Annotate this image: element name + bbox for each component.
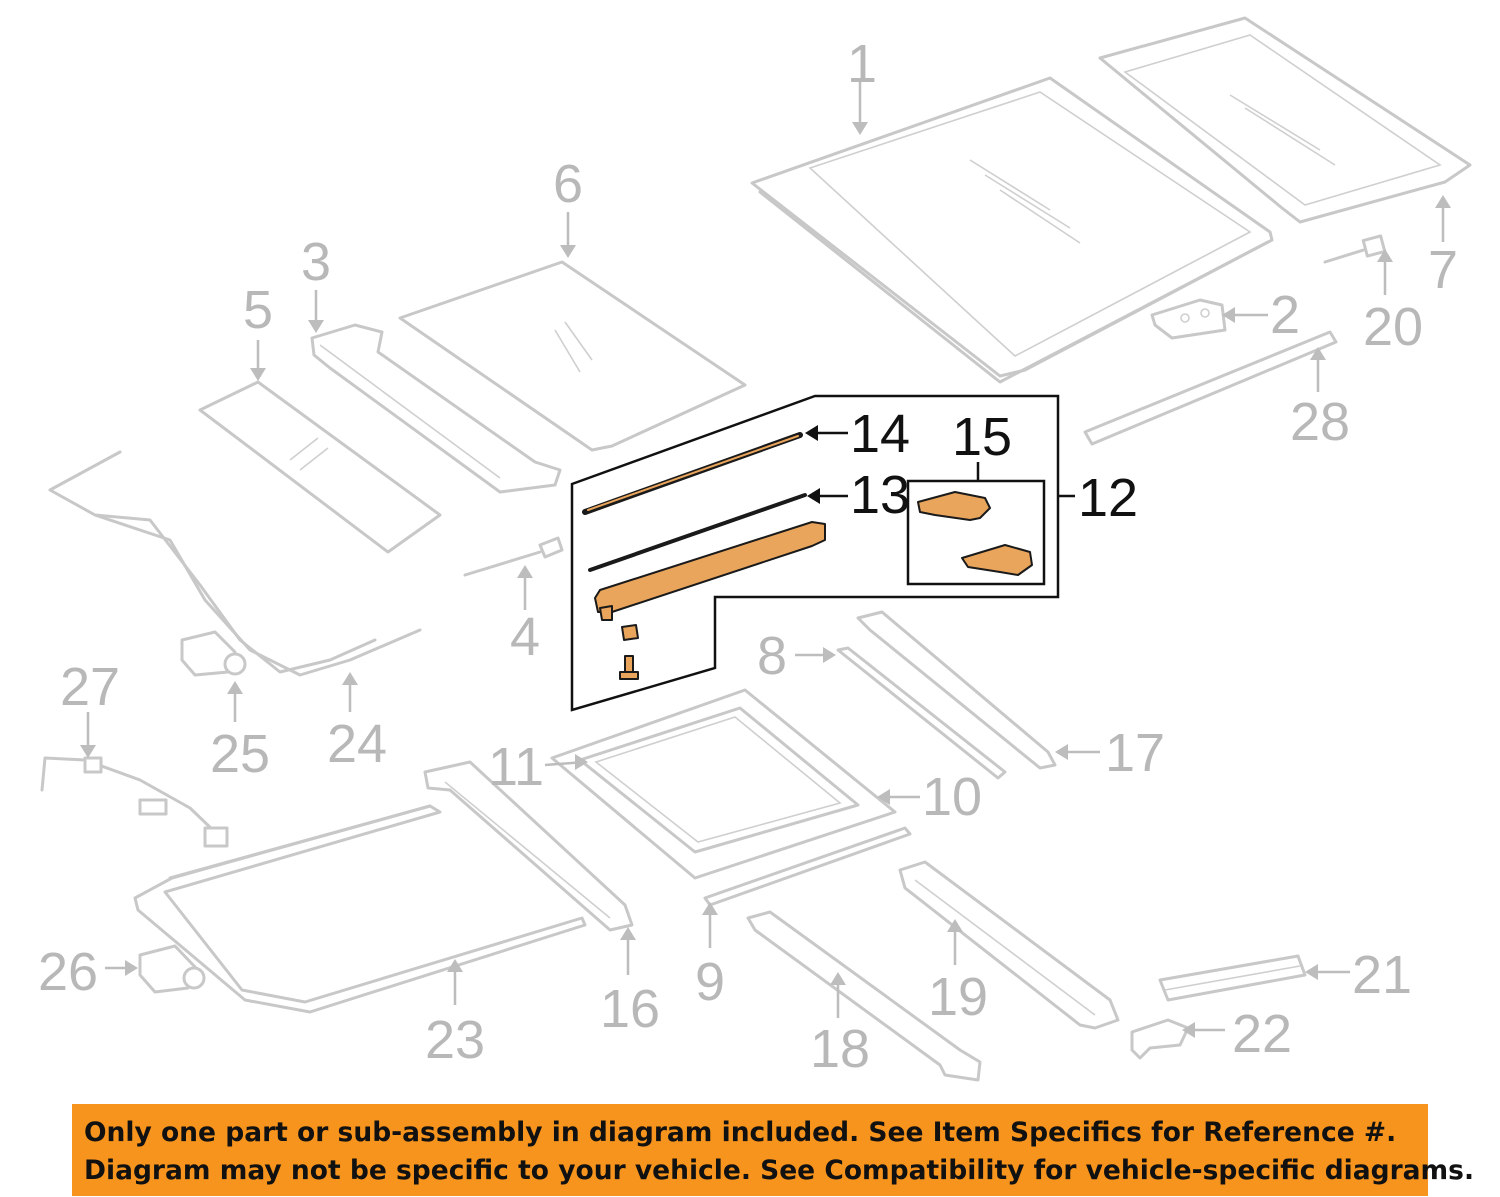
part-19-guide-rail bbox=[898, 860, 1120, 1030]
callout-label-27: 27 bbox=[60, 657, 120, 717]
part-6-front-glass bbox=[398, 260, 747, 452]
callout-label-3: 3 bbox=[301, 232, 331, 292]
callout-label-2: 2 bbox=[1270, 285, 1300, 345]
callout-label-24: 24 bbox=[327, 714, 387, 774]
part-28-strip bbox=[1083, 330, 1338, 446]
callout-labels: 1 2 3 4 5 6 7 8 9 10 11 12 13 14 15 16 1… bbox=[38, 34, 1458, 1079]
callout-label-19: 19 bbox=[928, 967, 988, 1027]
callout-label-21: 21 bbox=[1352, 945, 1412, 1005]
notice-line-2: Diagram may not be specific to your vehi… bbox=[84, 1155, 1475, 1186]
callout-label-20: 20 bbox=[1363, 297, 1423, 357]
callout-label-12: 12 bbox=[1078, 468, 1138, 528]
callout-leaders bbox=[80, 82, 1451, 1038]
part-18-rail bbox=[746, 910, 982, 1082]
callout-label-4: 4 bbox=[510, 607, 540, 667]
callout-label-25: 25 bbox=[210, 724, 270, 784]
callout-label-11: 11 bbox=[488, 737, 544, 797]
part-10-11-frame bbox=[550, 688, 897, 880]
callout-label-10: 10 bbox=[922, 767, 982, 827]
callout-label-7: 7 bbox=[1428, 240, 1458, 300]
part-17-seal bbox=[856, 610, 1057, 770]
callout-label-14: 14 bbox=[850, 404, 910, 464]
part-23-sunshade bbox=[133, 804, 587, 1014]
part-4-hose bbox=[463, 536, 564, 577]
callout-label-6: 6 bbox=[553, 154, 583, 214]
part-21-trim bbox=[1158, 954, 1307, 1002]
part-16-rail bbox=[423, 760, 634, 932]
callout-label-28: 28 bbox=[1290, 392, 1350, 452]
part-2-bracket bbox=[1150, 298, 1227, 340]
callout-label-17: 17 bbox=[1105, 723, 1165, 783]
callout-label-9: 9 bbox=[695, 952, 725, 1012]
part-24-cable bbox=[48, 450, 422, 677]
part-25-motor bbox=[180, 630, 247, 677]
part-7-rear-panel bbox=[1098, 16, 1472, 224]
part-1-glass-panel bbox=[750, 76, 1274, 384]
callout-label-15: 15 bbox=[952, 407, 1012, 467]
callout-label-18: 18 bbox=[810, 1019, 870, 1079]
highlight-inset bbox=[570, 394, 1060, 712]
notice-banner: Only one part or sub-assembly in diagram… bbox=[72, 1104, 1475, 1196]
callout-label-5: 5 bbox=[243, 280, 273, 340]
callout-label-22: 22 bbox=[1232, 1004, 1292, 1064]
part-3-deflector bbox=[310, 323, 562, 494]
callout-label-16: 16 bbox=[600, 979, 660, 1039]
callout-label-26: 26 bbox=[38, 942, 98, 1002]
callout-label-23: 23 bbox=[425, 1010, 485, 1070]
notice-line-1: Only one part or sub-assembly in diagram… bbox=[84, 1117, 1397, 1148]
part-27-harness bbox=[40, 756, 229, 848]
callout-label-8: 8 bbox=[757, 626, 787, 686]
part-20-pin bbox=[1323, 234, 1387, 264]
part-26-motor bbox=[138, 944, 206, 994]
part-9-strip bbox=[703, 826, 912, 907]
callout-label-1: 1 bbox=[847, 34, 877, 94]
callout-label-13: 13 bbox=[850, 465, 910, 525]
part-22-clip bbox=[1130, 1018, 1190, 1060]
part-5-deflector-glass bbox=[198, 380, 442, 554]
part-8-seal bbox=[836, 646, 1007, 780]
